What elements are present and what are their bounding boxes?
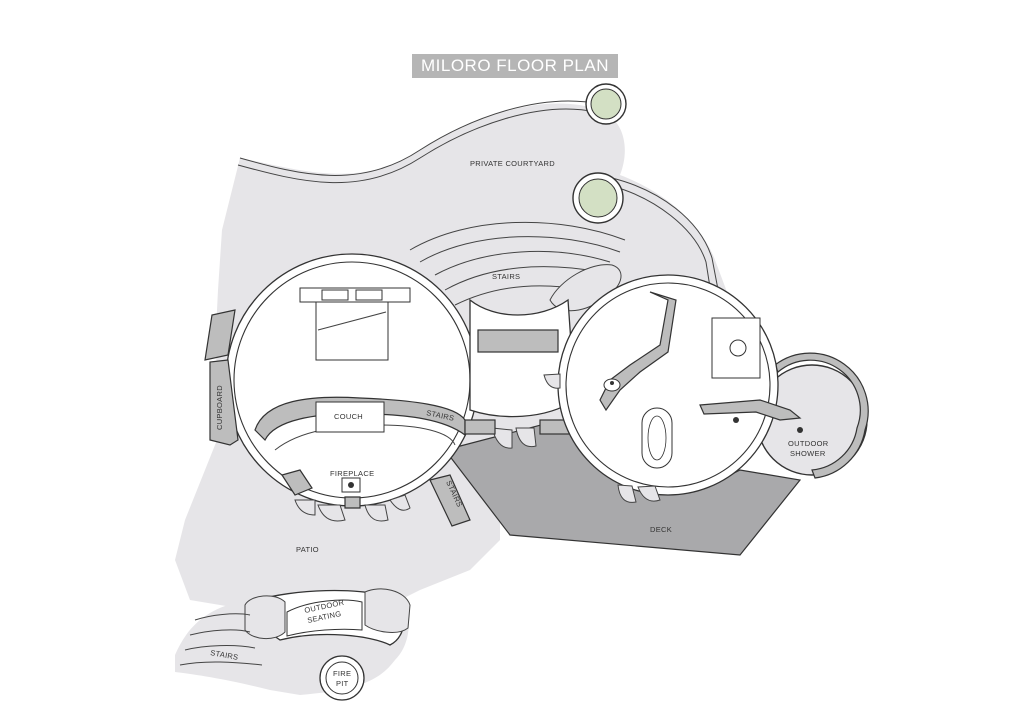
stair-line — [184, 645, 256, 651]
pillow — [355, 289, 383, 301]
window-bottom — [281, 469, 313, 496]
stair-line — [194, 613, 251, 621]
label-cupboard: CUPBOARD — [215, 385, 224, 430]
fire-pit — [319, 655, 365, 701]
stair-line — [189, 629, 251, 636]
stair-line — [444, 266, 601, 291]
bed-sheet — [317, 311, 387, 331]
bed — [315, 299, 389, 361]
courtyard-boundary-2 — [237, 108, 597, 184]
shower-partition — [699, 399, 802, 421]
label-patio: PATIO — [296, 545, 319, 554]
rock — [549, 264, 622, 312]
door-swing — [317, 504, 346, 522]
courtyard-boundary — [239, 100, 601, 176]
door-swing — [364, 504, 389, 522]
stair-line — [409, 221, 626, 251]
shower-head-icon — [733, 417, 739, 423]
shower-wall — [774, 352, 869, 479]
label-fireplace: FIREPLACE — [330, 469, 374, 478]
label-private-courtyard: PRIVATE COURTYARD — [470, 159, 555, 168]
door-swing — [389, 494, 411, 511]
seat-cushion — [364, 588, 411, 633]
stairs-side — [429, 474, 471, 527]
seat-cushion — [244, 595, 286, 639]
wall-stub — [464, 419, 496, 435]
door-swing — [543, 373, 561, 389]
connector-wall — [477, 329, 559, 353]
label-couch: COUCH — [334, 412, 363, 421]
couch — [315, 401, 385, 433]
window-left — [204, 309, 236, 361]
door-swing — [617, 484, 637, 503]
label-deck: DECK — [650, 525, 672, 534]
label-outdoor-shower-2: SHOWER — [790, 449, 826, 458]
stair-line — [434, 250, 611, 276]
courtyard-path-2 — [611, 185, 713, 301]
courtyard-path — [611, 177, 721, 301]
pillow — [321, 289, 349, 301]
label-outdoor-shower-1: OUTDOOR — [788, 439, 829, 448]
label-fire-pit-1: FIRE — [333, 669, 351, 678]
door-swing — [637, 485, 661, 502]
cupboard — [209, 359, 239, 446]
page-title: MILORO FLOOR PLAN — [412, 54, 618, 78]
stair-line — [419, 236, 621, 263]
headboard — [299, 287, 411, 303]
label-fire-pit-2: PIT — [336, 679, 349, 688]
bathtub — [641, 407, 673, 469]
stair-line — [179, 661, 263, 666]
seating-label-box — [286, 599, 363, 637]
label-stairs-top: STAIRS — [492, 272, 520, 281]
tree-canopy — [578, 178, 618, 218]
door-swing — [294, 499, 316, 516]
tree-canopy — [590, 88, 622, 120]
door-swing — [515, 427, 537, 448]
wall-stub — [344, 496, 361, 509]
bath-partition — [599, 291, 677, 412]
shower-head-icon — [797, 427, 803, 433]
